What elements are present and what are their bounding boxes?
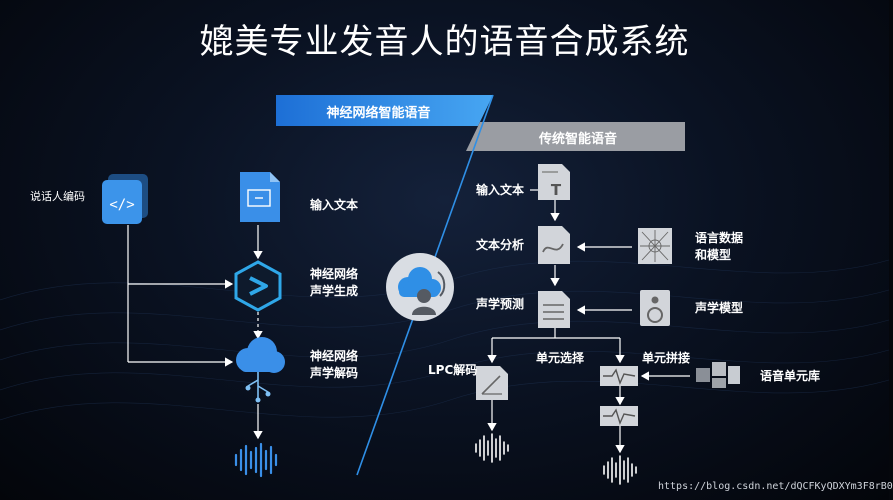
traditional-connectors [487, 189, 690, 454]
neural-connectors [127, 225, 263, 440]
neural-hex-icon [234, 260, 282, 312]
text-file-icon: T [538, 164, 570, 200]
acoustic-model-label: 声学模型 [695, 301, 744, 315]
watermark-url: https://blog.csdn.net/dQCFKyQDXYm3F8rB0 [658, 481, 893, 492]
neural-banner-shape [276, 95, 493, 126]
language-data-label: 语言数据 和模型 [695, 231, 744, 262]
waveform-icon [475, 433, 509, 463]
neural-acoustic-gen-label: 神经网络 声学生成 [310, 267, 359, 298]
mesh-icon [638, 228, 672, 264]
neural-banner-label: 神经网络智能语音 [326, 106, 431, 121]
chart-doc-icon [476, 366, 508, 400]
unit-concat-label: 单元拼接 [642, 351, 691, 365]
svg-text:T: T [551, 181, 562, 199]
list-doc-icon [538, 291, 570, 328]
cloud-tree-icon [236, 337, 285, 403]
background-mesh [0, 259, 890, 421]
lpc-decode-label: LPC解码 [428, 363, 478, 377]
traditional-banner-shape [466, 122, 685, 151]
waveform-icon [603, 455, 637, 485]
neural-input-text-label: 输入文本 [310, 198, 359, 212]
text-analysis-label: 文本分析 [476, 238, 525, 252]
code-doc-icon: </> [102, 174, 148, 224]
unit-library-label: 语音单元库 [760, 369, 821, 383]
curve-doc-icon [538, 226, 570, 264]
page-title: 媲美专业发音人的语音合成系统 [199, 22, 690, 62]
svg-text:</>: </> [109, 197, 134, 213]
cloud-voice-icon [386, 253, 454, 321]
trad-input-text-label: 输入文本 [476, 183, 525, 197]
speaker-icon [640, 290, 670, 326]
acoustic-predict-label: 声学预测 [476, 297, 525, 311]
neural-acoustic-decode-label: 神经网络 声学解码 [310, 349, 359, 380]
wave-box-icon [600, 366, 638, 386]
traditional-banner-label: 传统智能语音 [538, 132, 617, 147]
text-doc-icon [240, 172, 280, 222]
waveform-icon [234, 442, 278, 478]
speaker-encoding-label: 说话人编码 [30, 190, 85, 203]
cube-icon [696, 362, 740, 388]
unit-select-label: 单元选择 [536, 351, 585, 365]
wave-box-icon [600, 406, 638, 426]
